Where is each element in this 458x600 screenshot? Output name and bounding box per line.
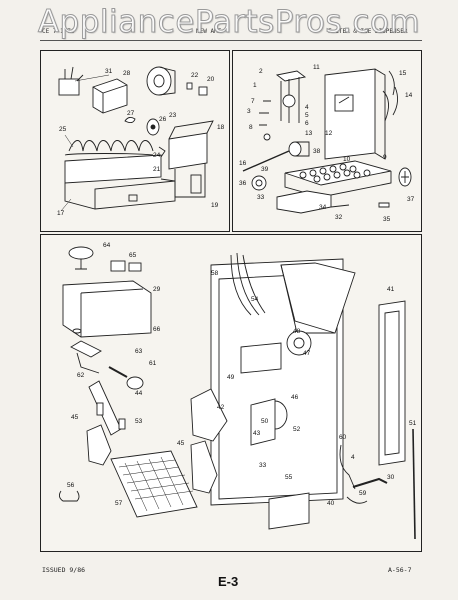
callout-38: 38 xyxy=(313,148,321,155)
callout-40: 40 xyxy=(327,500,335,507)
header-left: CE 7 1 76 xyxy=(42,28,75,35)
callout-42: 42 xyxy=(217,404,225,411)
callout-14: 14 xyxy=(405,92,413,99)
callout-66: 66 xyxy=(153,326,161,333)
callout-54: 54 xyxy=(251,296,259,303)
callout-23: 23 xyxy=(169,112,177,119)
callout-12: 12 xyxy=(325,130,333,137)
callout-7: 7 xyxy=(251,98,255,105)
callout-24: 24 xyxy=(153,152,161,159)
callout-31: 31 xyxy=(105,68,113,75)
header-rule xyxy=(40,40,422,41)
callout-57: 57 xyxy=(115,500,123,507)
callout-8: 8 xyxy=(249,124,253,131)
callout-4: 4 xyxy=(351,454,355,461)
callout-13: 13 xyxy=(305,130,313,137)
callout-62: 62 xyxy=(77,372,85,379)
callout-49: 49 xyxy=(227,374,235,381)
callout-45b: 45 xyxy=(177,440,185,447)
callout-47: 47 xyxy=(303,350,311,357)
callout-33: 33 xyxy=(257,194,265,201)
callout-32: 32 xyxy=(335,214,343,221)
callout-11: 11 xyxy=(313,64,320,71)
issued-date: ISSUED 9/86 xyxy=(42,566,86,574)
ice-maker-drawing: 31 28 22 20 23 27 26 25 24 21 18 17 19 xyxy=(57,66,225,217)
callout-35: 35 xyxy=(383,216,391,223)
callout-33: 33 xyxy=(259,462,267,469)
callout-25: 25 xyxy=(59,126,67,133)
header-right: F 1TER & ICE DISPENSER xyxy=(328,28,408,35)
header-center: NEW AMF xyxy=(196,28,222,35)
callout-17: 17 xyxy=(57,210,65,217)
callout-63: 63 xyxy=(135,348,143,355)
callout-5: 5 xyxy=(305,112,309,119)
page-number: E-3 xyxy=(218,574,239,589)
watermark: AppliancePartsPros.com xyxy=(37,4,421,41)
callout-20: 20 xyxy=(207,76,215,83)
callout-37: 37 xyxy=(407,196,415,203)
callout-55: 55 xyxy=(285,474,293,481)
callout-15: 15 xyxy=(399,70,407,77)
callout-26: 26 xyxy=(159,116,167,123)
panel-ice-maker: 31 28 22 20 23 27 26 25 24 21 18 17 19 xyxy=(40,50,230,232)
callout-53: 53 xyxy=(135,418,143,425)
ice-bucket-drawing: 2 1 11 15 14 7 3 4 5 6 8 13 12 10 9 38 1… xyxy=(239,64,415,223)
callout-51: 51 xyxy=(409,420,417,427)
callout-3: 3 xyxy=(247,108,251,115)
callout-28: 28 xyxy=(123,70,131,77)
callout-27: 27 xyxy=(127,110,135,117)
callout-41: 41 xyxy=(387,286,395,293)
callout-4: 4 xyxy=(305,104,309,111)
callout-50: 50 xyxy=(261,418,269,425)
callout-34: 34 xyxy=(319,204,327,211)
callout-18: 18 xyxy=(217,124,225,131)
callout-43: 43 xyxy=(253,430,261,437)
callout-65: 65 xyxy=(129,252,137,259)
callout-2: 2 xyxy=(259,68,263,75)
callout-29: 29 xyxy=(153,286,161,293)
callout-30: 30 xyxy=(387,474,395,481)
callout-59: 59 xyxy=(359,490,367,497)
callout-60: 60 xyxy=(339,434,347,441)
reference-code: A-56-7 xyxy=(388,566,412,574)
callout-39: 39 xyxy=(261,166,269,173)
dispenser-drawing: 64 65 29 66 58 54 63 62 61 44 45 53 41 4… xyxy=(58,242,417,540)
panel-dispenser: 64 65 29 66 58 54 63 62 61 44 45 53 41 4… xyxy=(40,234,422,552)
callout-48: 48 xyxy=(293,328,301,335)
panel-ice-bucket: 2 1 11 15 14 7 3 4 5 6 8 13 12 10 9 38 1… xyxy=(232,50,422,232)
callout-61: 61 xyxy=(149,360,157,367)
callout-56: 56 xyxy=(67,482,75,489)
callout-19: 19 xyxy=(211,202,219,209)
callout-36: 36 xyxy=(239,180,247,187)
callout-21: 21 xyxy=(153,166,161,173)
callout-1: 1 xyxy=(253,82,257,89)
callout-6: 6 xyxy=(305,120,309,127)
callout-52: 52 xyxy=(293,426,301,433)
callout-22: 22 xyxy=(191,72,199,79)
callout-58: 58 xyxy=(211,270,219,277)
callout-64: 64 xyxy=(103,242,111,249)
callout-10: 10 xyxy=(343,156,351,163)
callout-46: 46 xyxy=(291,394,299,401)
callout-16: 16 xyxy=(239,160,247,167)
callout-45: 45 xyxy=(71,414,79,421)
callout-44: 44 xyxy=(135,390,143,397)
callout-9: 9 xyxy=(383,154,387,161)
